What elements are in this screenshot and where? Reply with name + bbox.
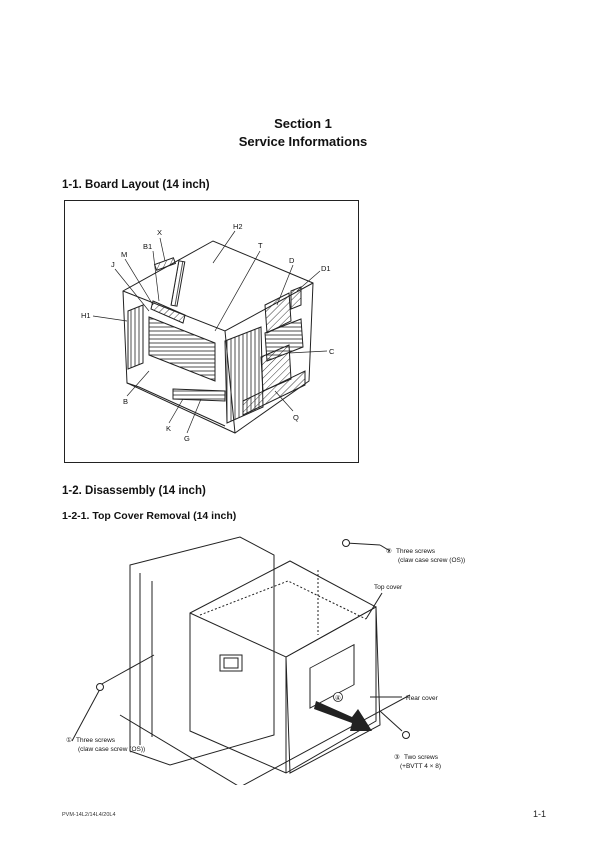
board-label: C xyxy=(329,347,335,356)
top-cover-removal-drawing: ④ ② Three screws (claw case screw (OS)) … xyxy=(66,536,465,788)
top-cover-removal-figure: ④ ② Three screws (claw case screw (OS)) … xyxy=(60,525,480,788)
board-label: T xyxy=(258,241,263,250)
section-number: Section 1 xyxy=(274,116,332,131)
board-label: K xyxy=(166,424,171,433)
section-title: Service Informations xyxy=(238,134,368,149)
disassembly-heading: 1-2. Disassembly (14 inch) xyxy=(62,485,206,497)
board-label: D xyxy=(289,256,295,265)
callout-three-screws-left-detail: (claw case screw (OS)) xyxy=(78,746,145,753)
callout-two-screws-detail: (+BVTT 4 × 8) xyxy=(400,763,441,770)
board-label: G xyxy=(184,434,190,443)
callout-two-screws: Two screws xyxy=(404,754,439,761)
board-layout-heading: 1-1. Board Layout (14 inch) xyxy=(62,179,210,191)
step-mark: ② xyxy=(386,547,392,555)
board-label: Q xyxy=(293,413,299,422)
board-label: H1 xyxy=(81,311,91,320)
board-label: D1 xyxy=(321,264,331,273)
board-label: X xyxy=(157,228,162,237)
board-label: B1 xyxy=(143,242,152,251)
board-label: J xyxy=(111,260,115,269)
footer-model: PVM-14L2/14L4/20L4 xyxy=(62,812,116,818)
board-label: B xyxy=(123,397,128,406)
callout-three-screws-top: Three screws xyxy=(396,548,436,555)
page-number: 1-1 xyxy=(533,809,547,819)
step-mark: ③ xyxy=(394,753,400,761)
step-mark: ① xyxy=(66,736,72,744)
board-layout-drawing: X H2 B1 T M D J D1 H1 C B Q K G xyxy=(81,222,335,443)
callout-three-screws-top-detail: (claw case screw (OS)) xyxy=(398,557,465,564)
top-cover-removal-heading: 1-2-1. Top Cover Removal (14 inch) xyxy=(62,510,237,522)
callout-three-screws-left: Three screws xyxy=(76,737,116,744)
step-mark: ④ xyxy=(335,694,341,702)
board-label: M xyxy=(121,250,127,259)
board-label: H2 xyxy=(233,222,243,231)
callout-rear-cover: Rear cover xyxy=(406,695,439,702)
board-layout-figure: X H2 B1 T M D J D1 H1 C B Q K G xyxy=(64,200,359,463)
callout-top-cover: Top cover xyxy=(374,584,403,591)
